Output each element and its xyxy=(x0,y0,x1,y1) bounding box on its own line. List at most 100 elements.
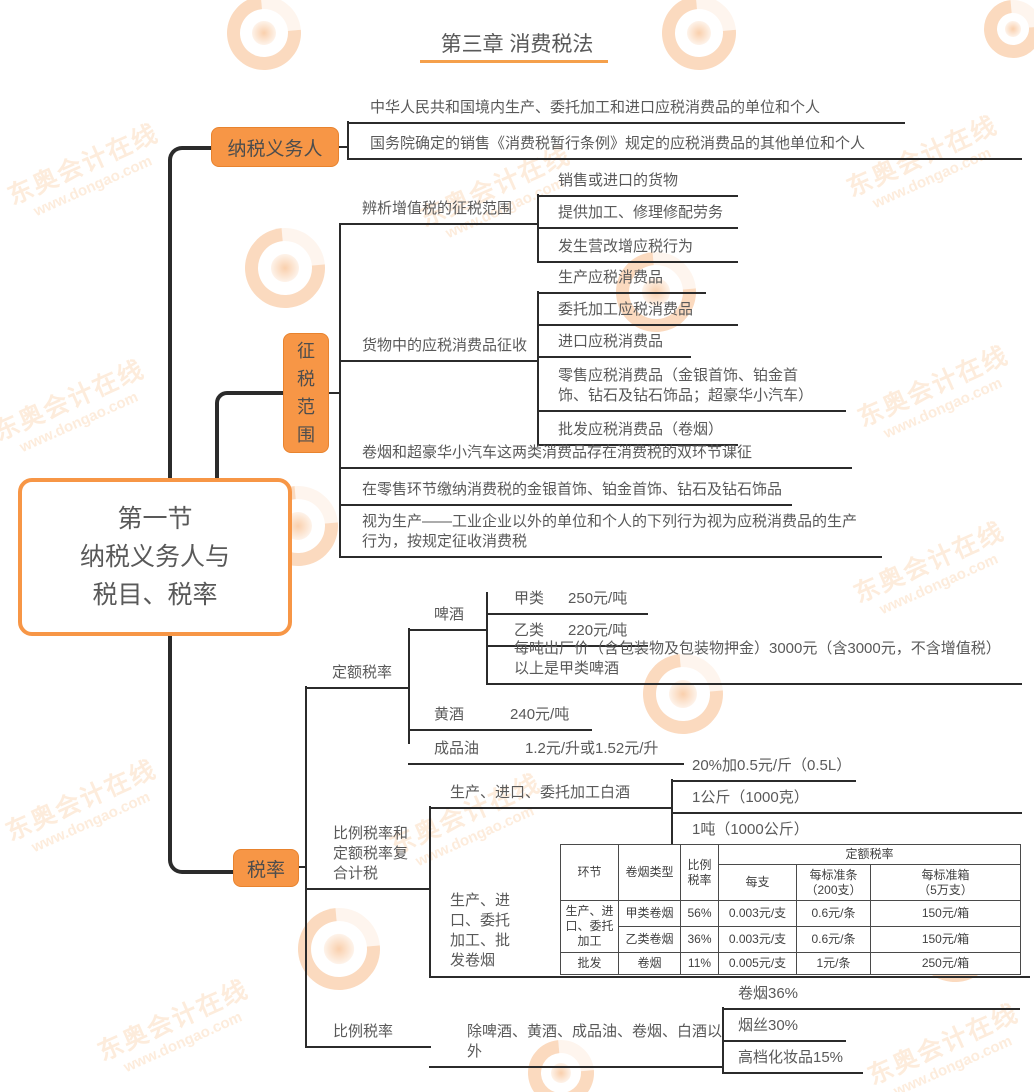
proportional-rate-label: 比例税率 xyxy=(305,1022,431,1048)
topic-label-scope: 征税范围 xyxy=(297,341,315,445)
watermark-logo xyxy=(211,0,317,86)
beer-grade-b-value: 220元/吨 xyxy=(568,622,628,639)
taxpayer-item: 中华人民共和国境内生产、委托加工和进口应税消费品的单位和个人 xyxy=(348,98,905,124)
scope-goods-item: 零售应税消费品（金银首饰、铂金首 饰、钻石及钻石饰品；超豪华小汽车） xyxy=(537,366,846,412)
refined-oil-item: 成品油 1.2元/升或1.52元/升 xyxy=(408,719,684,765)
connector-bracket-rate xyxy=(305,686,307,1047)
page-title: 第三章 消费税法 xyxy=(440,33,594,56)
beer-note: 每吨出厂价（含包装物及包装物押金）3000元（含3000元，不含增值税） 以上是… xyxy=(486,639,1022,685)
table-header-per-case: 每标准箱 （5万支） xyxy=(870,864,1021,901)
scope-goods-item: 生产应税消费品 xyxy=(537,268,706,294)
table-cell-case: 150元/箱 xyxy=(870,900,1021,927)
table-cell-stick: 0.005元/支 xyxy=(718,952,797,975)
table-header-stage: 环节 xyxy=(560,844,619,901)
scope-note: 卷烟和超豪华小汽车这两类消费品存在消费税的双环节课征 xyxy=(339,443,852,469)
baijiu-item: 1公斤（1000克） xyxy=(671,788,1022,814)
topic-node-scope: 征税范围 xyxy=(283,333,329,453)
table-row: 批发 卷烟 11% 0.005元/支 1元/条 250元/箱 xyxy=(560,952,1021,975)
table-cell-stick: 0.003元/支 xyxy=(718,900,797,927)
beer-grade-a-name: 甲类 xyxy=(514,590,545,607)
scope-note: 在零售环节缴纳消费税的金银首饰、铂金首饰、钻石及钻石饰品 xyxy=(339,480,792,506)
beer-grade-a: 甲类 250元/吨 xyxy=(486,569,648,615)
table-cell-prop: 11% xyxy=(680,952,719,975)
table-cell-prop: 56% xyxy=(680,900,719,927)
topic-label-taxpayer: 纳税义务人 xyxy=(227,138,323,160)
table-cell-case: 150元/箱 xyxy=(870,926,1021,953)
topic-node-taxpayer: 纳税义务人 xyxy=(211,127,339,167)
taxpayer-item: 国务院确定的销售《消费税暂行条例》规定的应税消费品的其他单位和个人 xyxy=(348,134,1022,160)
proportional-scope: 除啤酒、黄酒、成品油、卷烟、白酒以外 xyxy=(429,1022,723,1068)
table-header-type: 卷烟类型 xyxy=(618,844,681,901)
connector-stub-taxpayer xyxy=(339,146,349,148)
connector-bracket-taxpayer xyxy=(347,121,349,160)
beer-grade-a-value: 250元/吨 xyxy=(568,590,628,607)
baijiu-label: 生产、进口、委托加工白酒 xyxy=(429,783,672,809)
connector-trunk-scope xyxy=(215,391,289,486)
connector-bracket-compound xyxy=(429,806,431,978)
yellow-wine-value: 240元/吨 xyxy=(510,706,570,723)
table-cell-type: 甲类卷烟 xyxy=(618,900,681,927)
yellow-wine-item: 黄酒 240元/吨 xyxy=(408,685,592,731)
title-underline xyxy=(420,60,608,63)
connector-cigarette-underline xyxy=(429,976,1030,978)
table-cell-carton: 0.6元/条 xyxy=(796,926,871,953)
table-header-prop-rate: 比例 税率 xyxy=(680,844,719,901)
table-row: 生产、进 口、委托 加工 甲类卷烟 56% 0.003元/支 0.6元/条 15… xyxy=(560,900,1021,953)
table-cell-prop: 36% xyxy=(680,926,719,953)
scope-vat-item: 发生营改增应税行为 xyxy=(537,237,738,263)
root-topic-label: 第一节 纳税义务人与 税目、税率 xyxy=(79,505,230,609)
connector-stub-rate xyxy=(299,866,307,868)
topic-node-rate: 税率 xyxy=(233,849,299,887)
table-cell-stick: 0.003元/支 xyxy=(718,926,797,953)
compound-rate-label: 比例税率和 定额税率复 合计税 xyxy=(305,824,431,890)
table-cell-carton: 1元/条 xyxy=(796,952,871,975)
connector-trunk-rate xyxy=(168,636,239,874)
cigarette-rate-table: 环节 卷烟类型 比例 税率 定额税率 每支 每标准条 （200支） 每标准箱 （… xyxy=(560,844,1021,975)
watermark-logo xyxy=(972,0,1034,70)
connector-bracket-goods xyxy=(537,291,539,445)
table-cell-stage: 生产、进 口、委托 加工 xyxy=(560,900,619,953)
watermark-logo xyxy=(281,891,397,1007)
cigarette-label: 生产、进 口、委托 加工、批 发卷烟 xyxy=(450,892,511,969)
yellow-wine-name: 黄酒 xyxy=(434,706,465,723)
beer-label: 啤酒 xyxy=(408,605,487,631)
topic-label-rate: 税率 xyxy=(246,859,285,881)
proportional-item: 卷烟36% xyxy=(722,984,1020,1010)
connector-bracket-scope xyxy=(339,223,341,558)
proportional-item: 高档化妆品15% xyxy=(722,1048,863,1074)
scope-vat-label: 辨析增值税的征税范围 xyxy=(339,199,538,225)
scope-goods-item: 委托加工应税消费品 xyxy=(537,300,738,326)
beer-grade-b: 乙类 220元/吨 xyxy=(486,601,648,647)
table-cell-case: 250元/箱 xyxy=(870,952,1021,975)
beer-grade-b-name: 乙类 xyxy=(514,622,545,639)
table-header-per-carton: 每标准条 （200支） xyxy=(796,864,871,901)
connector-stub-scope xyxy=(329,392,341,394)
connector-bracket-fixed xyxy=(408,628,410,744)
proportional-item: 烟丝30% xyxy=(722,1016,846,1042)
root-topic-node: 第一节 纳税义务人与 税目、税率 xyxy=(18,478,292,636)
fixed-rate-label: 定额税率 xyxy=(305,663,409,689)
refined-oil-name: 成品油 xyxy=(434,740,480,757)
connector-bracket-beer xyxy=(486,592,488,684)
connector-trunk-taxpayer xyxy=(168,146,217,486)
table-header-per-stick: 每支 xyxy=(718,864,797,901)
scope-note: 视为生产——工业企业以外的单位和个人的下列行为视为应税消费品的生产 行为，按规定… xyxy=(339,512,882,558)
baijiu-item: 20%加0.5元/斤（0.5L） xyxy=(671,756,856,782)
table-cell-stage: 批发 xyxy=(560,952,619,975)
table-header-fixed-rate: 定额税率 xyxy=(718,844,1021,865)
watermark-logo xyxy=(228,211,342,325)
refined-oil-value: 1.2元/升或1.52元/升 xyxy=(525,740,659,757)
scope-goods-label: 货物中的应税消费品征收 xyxy=(339,336,538,362)
scope-vat-item: 提供加工、修理修配劳务 xyxy=(537,203,738,229)
baijiu-item: 1吨（1000公斤） xyxy=(671,820,856,846)
scope-goods-item: 批发应税消费品（卷烟） xyxy=(537,420,738,446)
table-cell-carton: 0.6元/条 xyxy=(796,900,871,927)
table-cell-type: 乙类卷烟 xyxy=(618,926,681,953)
